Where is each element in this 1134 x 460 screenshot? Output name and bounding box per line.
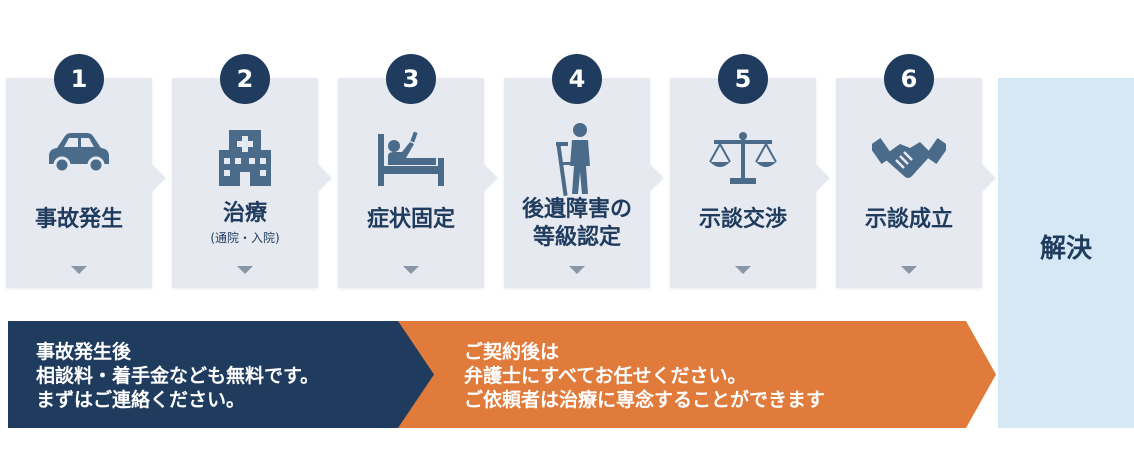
banner-arrow-shape <box>396 321 996 428</box>
banner-text: 事故発生後 相談料・着手金なども無料です。 まずはご連絡ください。 <box>36 340 319 412</box>
step-pointer <box>152 164 166 192</box>
banner-after-contract: ご契約後は 弁護士にすべてお任せください。 ご依頼者は治療に専念することができま… <box>396 321 996 428</box>
step-number: 6 <box>884 54 934 104</box>
step-label: 症状固定 <box>366 207 455 232</box>
step-1: 1 事故発生 <box>6 54 166 288</box>
car-icon <box>47 130 111 178</box>
banner-line: ご依頼者は治療に専念することができます <box>464 389 826 411</box>
step-pointer <box>318 164 332 192</box>
banner-line: 事故発生後 <box>36 341 132 363</box>
step-6: 6 示談成立 <box>836 54 996 288</box>
step-pointer <box>982 164 996 192</box>
step-pointer <box>484 164 498 192</box>
hospital-icon <box>217 128 273 190</box>
step-pointer <box>650 164 664 192</box>
step-number: 3 <box>386 54 436 104</box>
caret-down-icon <box>403 266 419 274</box>
banner-line: ご契約後は <box>464 341 560 363</box>
step-2: 2 治療 (通院・入院) <box>172 54 332 288</box>
caret-down-icon <box>901 266 917 274</box>
handshake-icon <box>868 132 950 190</box>
banner-arrow-navy <box>8 321 434 428</box>
step-label: 示談成立 <box>864 207 953 232</box>
step-sublabel: (通院・入院) <box>210 231 280 245</box>
patient-bed-icon <box>376 128 446 190</box>
step-label: 治療 (通院・入院) <box>172 200 318 246</box>
caret-down-icon <box>237 266 253 274</box>
banner-line: 相談料・着手金なども無料です。 <box>36 365 320 387</box>
step-card <box>836 78 982 288</box>
step-label-line2: 等級認定 <box>532 225 621 250</box>
step-pointer <box>816 164 830 192</box>
step-4: 4 後遺障害の 等級認定 <box>504 54 664 288</box>
caret-down-icon <box>735 266 751 274</box>
step-label-main: 治療 <box>222 201 267 226</box>
banner-arrow-shape <box>8 321 434 428</box>
banner-line: 弁護士にすべてお任せください。 <box>464 365 747 387</box>
banner-after-accident: 事故発生後 相談料・着手金なども無料です。 まずはご連絡ください。 <box>8 321 438 428</box>
step-label: 後遺障害の 等級認定 <box>504 196 650 252</box>
banner-line: まずはご連絡ください。 <box>36 389 246 411</box>
step-label: 事故発生 <box>34 207 123 232</box>
banner-arrow-orange <box>396 321 996 428</box>
resolution-label: 解決 <box>1039 234 1092 264</box>
resolution-panel: 解決 <box>998 78 1134 428</box>
step-number: 1 <box>54 54 104 104</box>
step-5: 5 示談交渉 <box>670 54 830 288</box>
step-card <box>6 78 152 288</box>
step-label: 示談交渉 <box>698 207 787 232</box>
caret-down-icon <box>569 266 585 274</box>
crutch-person-icon <box>552 122 602 200</box>
step-card <box>338 78 484 288</box>
step-number: 2 <box>220 54 270 104</box>
scales-icon <box>708 130 778 190</box>
caret-down-icon <box>71 266 87 274</box>
step-number: 4 <box>552 54 602 104</box>
step-number: 5 <box>718 54 768 104</box>
banner-text: ご契約後は 弁護士にすべてお任せください。 ご依頼者は治療に専念することができま… <box>464 340 825 412</box>
step-label-line1: 後遺障害の <box>521 197 632 222</box>
step-3: 3 症状固定 <box>338 54 498 288</box>
